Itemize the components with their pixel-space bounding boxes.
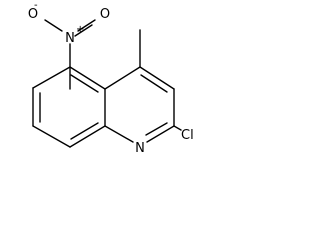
bond-double-c3-c4 <box>140 74 168 93</box>
bond-c2-cl <box>173 125 182 131</box>
bond-c4-c3 <box>139 66 175 90</box>
atom-nitro-o-left: O <box>28 7 38 22</box>
structure-svg: O - N + O N Cl <box>28 0 194 156</box>
molecule-diagram: O - N + O N Cl <box>0 0 196 158</box>
atom-cl: Cl <box>181 128 194 143</box>
atom-nitro-o-left-charge: - <box>34 0 38 11</box>
atom-nitro-n-charge: + <box>76 24 84 35</box>
bond-c8-c8a <box>69 125 106 148</box>
bond-c7-c8 <box>32 125 71 148</box>
bond-c4a-c4 <box>104 66 141 90</box>
atom-nitro-n: N <box>65 31 75 46</box>
bond-n1-c8a <box>104 125 134 143</box>
atom-ring-n: N <box>135 141 145 156</box>
bond-double-c5-c4a <box>70 74 99 93</box>
bond-c5-c6 <box>32 66 71 89</box>
bond-c2-n1 <box>146 125 175 143</box>
bond-nitro-n-o-right-1 <box>77 19 96 32</box>
bond-double-c8-c8a <box>70 122 99 140</box>
atom-nitro-o-right: O <box>100 7 110 22</box>
bond-nitro-n-o-right-2 <box>74 24 93 37</box>
bond-c4a-c5b <box>69 66 106 90</box>
bond-nitro-n-o-left <box>44 19 63 32</box>
bond-double-c2-n1 <box>145 122 168 136</box>
